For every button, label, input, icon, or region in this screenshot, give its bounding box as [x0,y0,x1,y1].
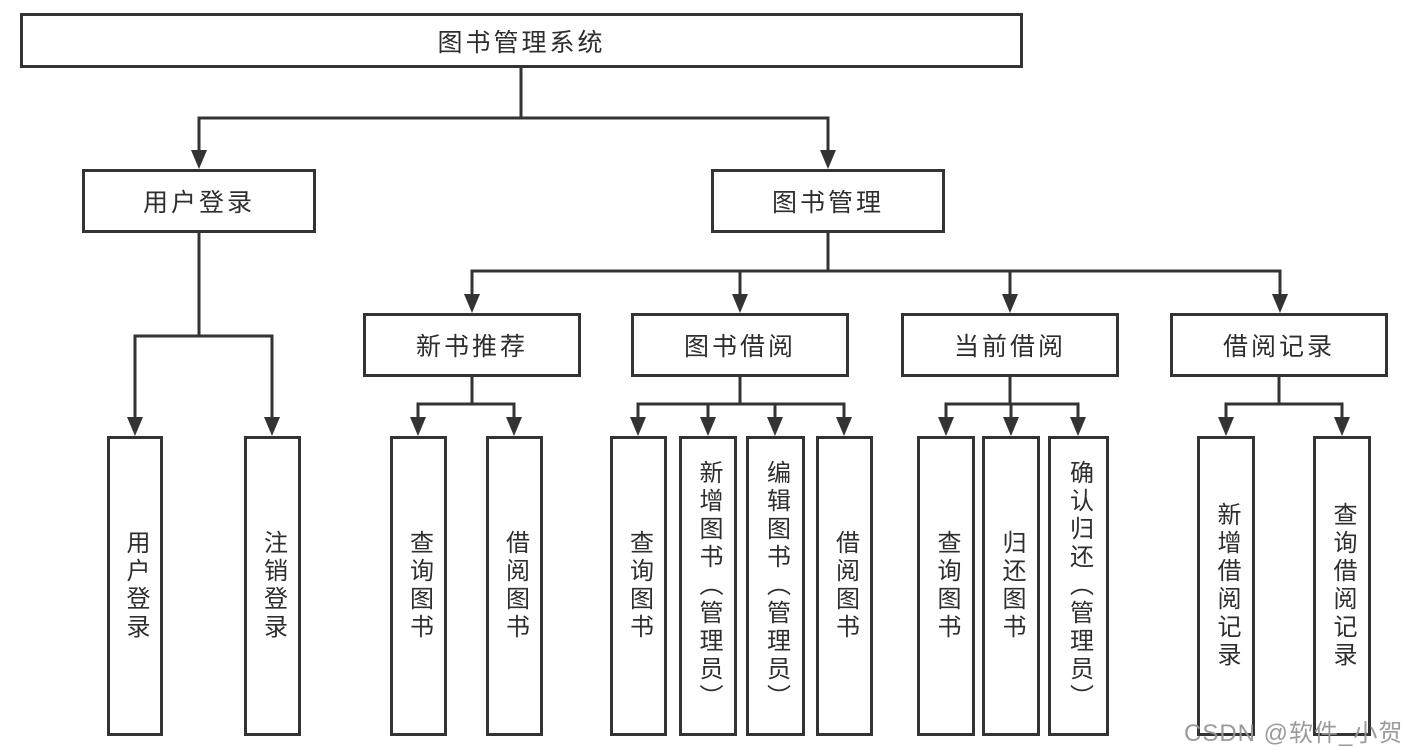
arrow-down-icon [264,417,280,436]
arrow-down-icon [191,150,207,169]
node-bb-query-books-label: 查询图书 [625,530,653,642]
csdn-watermark: CSDN @软件_小贺同学 [1184,720,1405,747]
node-logout-action-label: 注销登录 [259,530,287,642]
node-bb-add-books: 新增图书（管理员） [679,436,737,736]
node-bb-add-books-label: 新增图书（管理员） [695,460,722,712]
node-br-add-record-label: 新增借阅记录 [1213,502,1240,670]
node-cb-confirm-return-label: 确认归还（管理员） [1065,460,1093,712]
node-bb-edit-books: 编辑图书（管理员） [746,436,805,736]
node-br-query-record: 查询借阅记录 [1313,436,1371,736]
arrow-down-icon [1003,417,1019,436]
arrow-down-icon [1334,417,1350,436]
arrow-down-icon [1002,294,1018,313]
connector-nbr-to-children [416,375,516,421]
arrow-down-icon [820,150,836,169]
node-nbr-borrow-books: 借阅图书 [486,436,543,736]
connector-bb-to-children [636,375,846,421]
arrow-down-icon [1070,417,1086,436]
node-logout-action: 注销登录 [244,436,301,736]
node-borrowing-records: 借阅记录 [1170,313,1388,377]
arrow-down-icon [464,294,480,313]
connector-userlogin-to-actions [133,231,274,420]
node-user-login-action-label: 用户登录 [122,530,149,642]
node-new-book-recommend-label: 新书推荐 [415,333,528,361]
node-user-login-action: 用户登录 [107,436,163,736]
node-user-login: 用户登录 [82,169,316,233]
node-br-query-record-label: 查询借阅记录 [1329,502,1356,670]
node-cb-query-books: 查询图书 [917,436,975,736]
node-bb-edit-books-label: 编辑图书（管理员） [762,460,790,712]
node-book-management-label: 图书管理 [771,189,884,217]
arrow-down-icon [767,417,783,436]
node-new-book-recommend: 新书推荐 [363,313,581,377]
connector-cb-to-children [944,375,1080,421]
node-root: 图书管理系统 [20,13,1023,68]
node-nbr-query-books: 查询图书 [390,436,447,736]
connector-br-to-children [1224,375,1344,421]
node-cb-confirm-return: 确认归还（管理员） [1048,436,1109,736]
node-nbr-query-books-label: 查询图书 [405,530,433,642]
node-current-borrowing-label: 当前借阅 [953,333,1066,361]
node-br-add-record: 新增借阅记录 [1197,436,1255,736]
node-bb-borrow-books: 借阅图书 [816,436,873,736]
node-book-borrowing-label: 图书借阅 [683,333,796,361]
node-cb-return-books-label: 归还图书 [998,530,1025,642]
node-current-borrowing: 当前借阅 [901,313,1119,377]
node-user-login-label: 用户登录 [142,189,255,217]
connector-root-to-level2 [197,66,830,153]
arrow-down-icon [127,417,143,436]
node-bb-borrow-books-label: 借阅图书 [831,530,859,642]
arrow-down-icon [938,417,954,436]
arrow-down-icon [630,417,646,436]
arrow-down-icon [732,294,748,313]
node-book-borrowing: 图书借阅 [631,313,849,377]
node-book-management: 图书管理 [711,169,945,233]
arrow-down-icon [506,417,522,436]
node-root-label: 图书管理系统 [437,28,606,57]
arrow-down-icon [1218,417,1234,436]
node-nbr-borrow-books-label: 借阅图书 [501,530,529,642]
arrow-down-icon [836,417,852,436]
node-cb-query-books-label: 查询图书 [933,530,960,642]
node-borrowing-records-label: 借阅记录 [1222,333,1335,361]
node-cb-return-books: 归还图书 [982,436,1040,736]
connector-bookmgmt-to-level3 [470,230,1282,297]
node-bb-query-books: 查询图书 [610,436,667,736]
arrow-down-icon [410,417,426,436]
arrow-down-icon [1272,294,1288,313]
arrow-down-icon [700,417,716,436]
